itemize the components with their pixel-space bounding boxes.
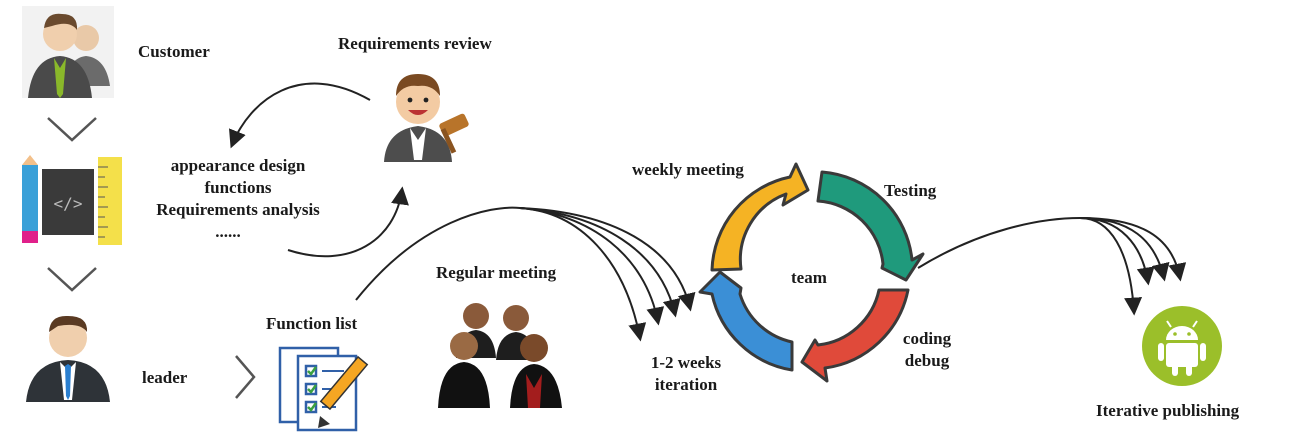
weekly-meeting-label: weekly meeting — [632, 160, 744, 179]
android-icon — [1142, 306, 1222, 386]
team-cycle — [698, 162, 925, 383]
cycle-segment-weekly-meeting — [710, 162, 810, 272]
design-tools-icon: </> — [22, 155, 122, 245]
cycle-segment-coding — [800, 288, 910, 383]
cycle-segment-testing — [816, 170, 925, 282]
design-to-review-arrow — [287, 186, 409, 258]
function-list-label: Function list — [266, 314, 358, 333]
iterative-publishing-label: Iterative publishing — [1096, 401, 1240, 420]
design-line-ellipsis: ...... — [215, 222, 241, 241]
customer-group-icon — [22, 6, 114, 98]
function-to-iteration-arrows — [355, 206, 696, 342]
iteration-line-weeks: 1-2 weeks — [650, 353, 722, 372]
judge-gavel-icon — [384, 74, 469, 162]
regular-meeting-label: Regular meeting — [436, 263, 557, 282]
team-label: team — [791, 268, 827, 287]
leader-label: leader — [142, 368, 188, 387]
iteration-block: 1-2 weeks iteration — [636, 352, 736, 396]
customer-label: Customer — [138, 42, 210, 61]
checklist-icon — [278, 346, 369, 432]
iteration-line-iteration: iteration — [654, 375, 718, 394]
design-requirements-block: appearance design functions Requirements… — [148, 155, 328, 243]
meeting-group-icon — [438, 303, 562, 408]
coding-debug-block: coding debug — [892, 328, 962, 372]
design-line-appearance: appearance design — [170, 156, 306, 175]
design-line-functions: functions — [204, 178, 272, 197]
svg-text:</>: </> — [54, 194, 83, 213]
coding-line: coding — [902, 329, 952, 348]
cycle-segment-iteration — [698, 270, 794, 372]
debug-line: debug — [904, 351, 950, 370]
leader-icon — [26, 315, 110, 402]
design-line-requirements-analysis: Requirements analysis — [156, 200, 320, 219]
chevron-down-icon — [47, 267, 97, 292]
cycle-to-publishing-arrows — [917, 216, 1187, 316]
requirements-review-label: Requirements review — [338, 34, 492, 53]
review-to-design-arrow — [229, 82, 371, 149]
chevron-right-icon — [235, 355, 256, 399]
testing-label: Testing — [884, 181, 937, 200]
chevron-down-icon — [47, 117, 97, 142]
